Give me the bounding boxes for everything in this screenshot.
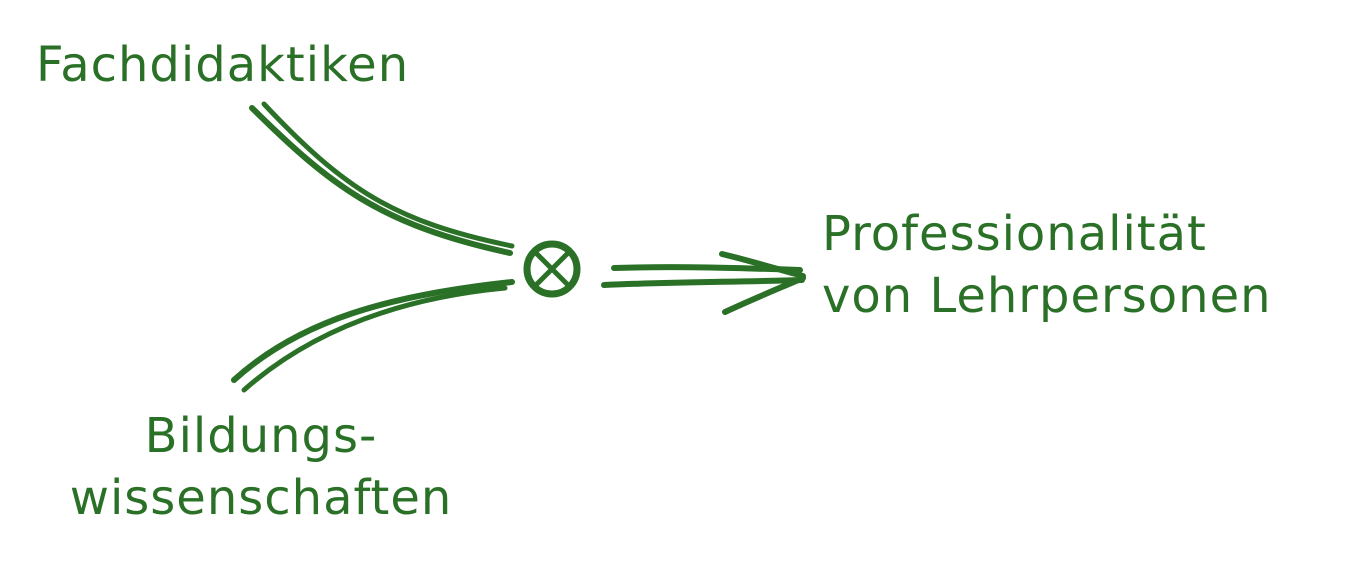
node-label-professionalitaet: Professionalität von Lehrpersonen <box>822 203 1272 327</box>
node-label-line: wissenschaften <box>69 470 453 526</box>
connector-fachdidaktiken <box>249 101 515 256</box>
node-label-fachdidaktiken: Fachdidaktiken <box>36 34 409 96</box>
node-label-line: Fachdidaktiken <box>36 37 410 93</box>
node-label-bildungswissenschaften: Bildungs- wissenschaften <box>36 405 486 529</box>
node-label-line: Professionalität <box>822 206 1207 262</box>
connector-bildungswissenschaften <box>231 279 515 393</box>
junction-circled-x-icon <box>523 240 581 298</box>
node-label-line: Bildungs- <box>144 408 378 464</box>
double-arrow-icon <box>601 251 806 315</box>
node-label-line: von Lehrpersonen <box>822 268 1272 324</box>
